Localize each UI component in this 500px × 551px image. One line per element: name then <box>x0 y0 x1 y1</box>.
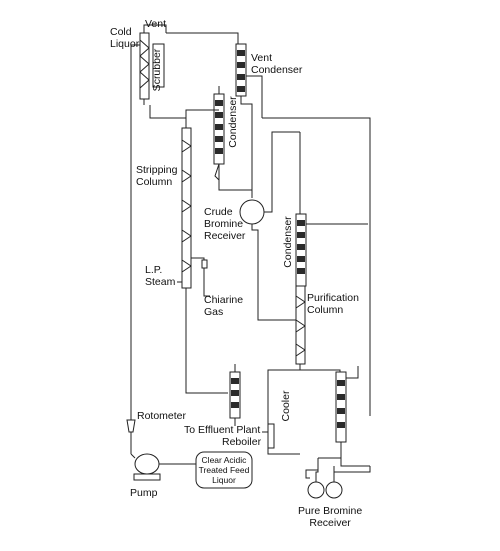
pure-bromine-receiver-label: Pure Bromine Receiver <box>298 505 363 529</box>
rotometer <box>126 419 136 454</box>
crude-bromine-receiver-label: Crude Bromine Receiver <box>204 206 246 242</box>
chlorine-gas-label: Chiarine Gas <box>204 294 244 318</box>
purification-column-label: Purification Column <box>307 292 359 316</box>
feed-tank-label: Clear Acidic Treated Feed Liquor <box>198 455 250 485</box>
cooler <box>300 366 370 467</box>
pump-and-feed-tank <box>130 451 253 489</box>
top-condenser-label: Condenser <box>227 96 239 148</box>
right-condenser-label: Condenser <box>282 216 294 268</box>
rotometer-label: Rotometer <box>137 410 187 422</box>
scrubber-label: Scrubber <box>151 48 163 92</box>
stripping-column-label: Stripping Column <box>136 164 178 188</box>
stripping-column <box>149 105 228 394</box>
crude-bromine-receiver <box>239 131 300 321</box>
lp-steam-label: L.P. Steam <box>145 264 176 288</box>
cold-liquor-label: Cold Liquor <box>110 26 140 50</box>
cooler-label: Cooler <box>280 390 292 422</box>
purification-column <box>262 117 371 455</box>
vent-piping <box>130 24 239 420</box>
vent-condenser-label: Vent Condenser <box>251 52 303 76</box>
pump-label: Pump <box>130 487 158 499</box>
to-effluent-plant-label: To Effluent Plant <box>184 424 261 436</box>
reboiler <box>229 364 241 426</box>
pure-bromine-receivers <box>305 458 371 499</box>
top-condenser <box>213 86 253 198</box>
vent-condenser <box>235 43 263 198</box>
vent-label: Vent <box>145 18 167 30</box>
effluent-drain <box>262 423 275 449</box>
reboiler-label: Reboiler <box>222 436 262 448</box>
